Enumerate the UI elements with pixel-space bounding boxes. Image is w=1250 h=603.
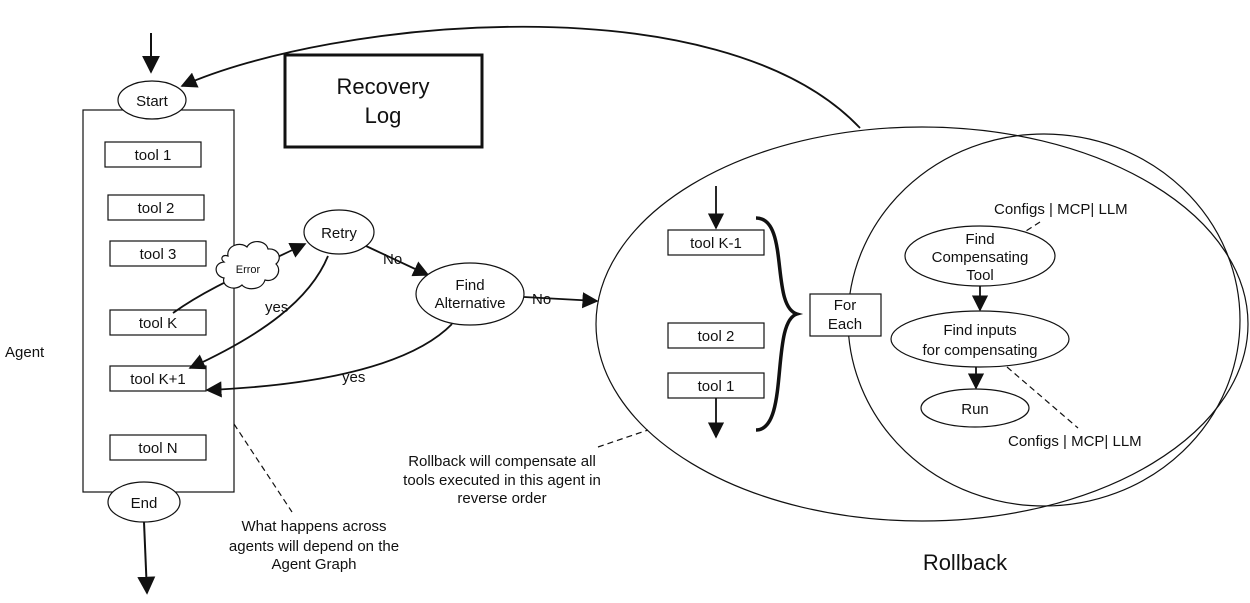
exit-arrow [137, 521, 156, 595]
alt-yes-arrow [205, 323, 453, 398]
rollback-tool-2-box[interactable]: tool 2 [667, 322, 765, 349]
configs-top-label: Configs | MCP| LLM [994, 201, 1128, 218]
tool-3-box[interactable]: tool 3 [109, 240, 207, 267]
error-label: Error [236, 264, 261, 276]
tool-2-box[interactable]: tool 2 [107, 194, 205, 221]
tool-1-box[interactable]: tool 1 [104, 141, 202, 168]
alt-no-label: No [532, 291, 551, 308]
rollback-note-line3: reverse order [457, 490, 546, 507]
recovery-log-line1: Recovery [337, 74, 430, 99]
find-inputs-line2: for compensating [922, 342, 1037, 359]
recovery-log-line2: Log [365, 103, 402, 128]
end-node[interactable]: End [107, 481, 181, 523]
find-alternative-line1: Find [455, 277, 484, 294]
for-each-box[interactable]: For Each [809, 293, 882, 337]
find-compensating-line3: Tool [966, 267, 994, 284]
agents-note-line3: Agent Graph [271, 556, 356, 573]
start-label: Start [136, 93, 169, 110]
rollback-tool-1-box[interactable]: tool 1 [667, 372, 765, 399]
rollback-tool-label: tool 2 [698, 328, 735, 345]
run-node[interactable]: Run [920, 388, 1030, 428]
find-inputs-line1: Find inputs [943, 322, 1016, 339]
retry-yes-label: yes [265, 299, 288, 316]
tool-label: tool K [139, 315, 177, 332]
for-each-line1: For [834, 297, 857, 314]
tool-k-box[interactable]: tool K [109, 309, 207, 336]
rollback-tool-k-minus-1-box[interactable]: tool K-1 [667, 229, 765, 256]
rollback-tool-label: tool K-1 [690, 235, 742, 252]
rollback-note-line2: tools executed in this agent in [403, 472, 601, 489]
tool-n-box[interactable]: tool N [109, 434, 207, 461]
agents-note-line1: What happens across [241, 518, 386, 535]
retry-label: Retry [321, 225, 357, 242]
configs-top-connector [1011, 221, 1041, 241]
rollback-note-line1: Rollback will compensate all [408, 453, 596, 470]
retry-node[interactable]: Retry [303, 209, 375, 255]
find-compensating-line2: Compensating [932, 249, 1029, 266]
rollback-brace [755, 216, 804, 432]
find-inputs-node[interactable]: Find inputs for compensating [890, 310, 1070, 368]
recovery-log-box[interactable]: Recovery Log [283, 53, 484, 149]
retry-no-arrow [365, 245, 430, 277]
for-each-line2: Each [828, 316, 862, 333]
rollback-note-connector [597, 429, 649, 448]
rollback-region [595, 126, 1249, 522]
retry-no-label: No [383, 251, 402, 268]
tool-label: tool 1 [135, 147, 172, 164]
tool-label: tool N [138, 440, 177, 457]
alt-no-arrow [523, 292, 599, 309]
alt-yes-label: yes [342, 369, 365, 386]
rollback-to-start-arrow [180, 25, 861, 129]
agent-label: Agent [5, 344, 45, 361]
tool-k-plus-1-box[interactable]: tool K+1 [109, 365, 207, 392]
run-label: Run [961, 401, 989, 418]
agents-note-connector [233, 423, 293, 513]
find-compensating-line1: Find [965, 231, 994, 248]
tool-label: tool 2 [138, 200, 175, 217]
end-label: End [131, 495, 158, 512]
find-alternative-line2: Alternative [435, 295, 506, 312]
error-cloud: Error [215, 241, 280, 290]
find-compensating-tool-node[interactable]: Find Compensating Tool [904, 225, 1056, 287]
start-node[interactable]: Start [117, 80, 187, 120]
tool-label: tool K+1 [130, 371, 185, 388]
rollback-tool-label: tool 1 [698, 378, 735, 395]
tool-label: tool 3 [140, 246, 177, 263]
configs-bottom-label: Configs | MCP| LLM [1008, 433, 1142, 450]
agents-note-line2: agents will depend on the [229, 538, 399, 555]
retry-yes-arrow [188, 255, 329, 370]
find-alternative-node[interactable]: Find Alternative [415, 262, 525, 326]
rollback-title: Rollback [923, 550, 1008, 575]
configs-bottom-connector [1006, 366, 1079, 429]
